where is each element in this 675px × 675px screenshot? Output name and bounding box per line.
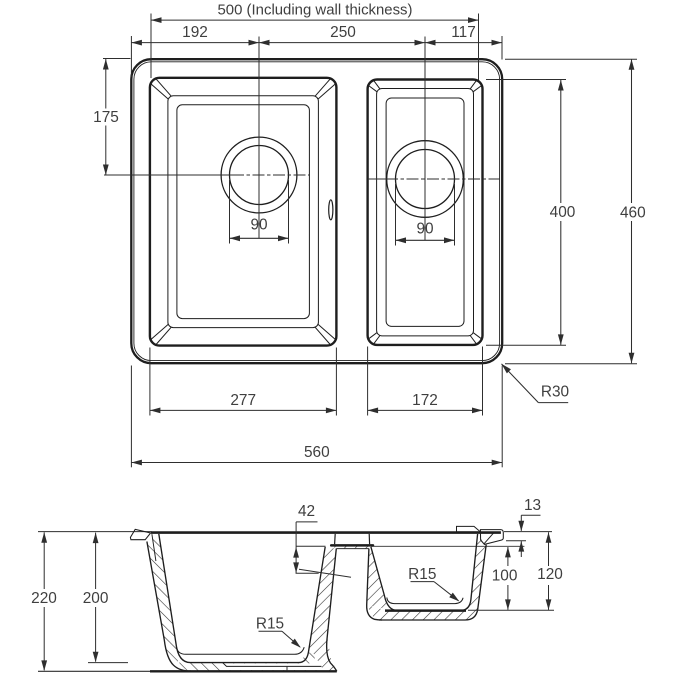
svg-text:277: 277 <box>230 392 256 409</box>
svg-text:13: 13 <box>524 497 541 514</box>
svg-text:250: 250 <box>330 24 356 41</box>
svg-text:100: 100 <box>492 567 518 584</box>
svg-text:R15: R15 <box>408 566 436 583</box>
svg-text:500 (Including wall thickness): 500 (Including wall thickness) <box>218 3 413 19</box>
svg-text:172: 172 <box>412 392 438 409</box>
svg-text:90: 90 <box>250 216 267 233</box>
svg-text:560: 560 <box>304 444 330 461</box>
svg-text:192: 192 <box>182 24 208 41</box>
svg-text:R30: R30 <box>541 384 569 401</box>
svg-text:220: 220 <box>31 590 57 607</box>
svg-text:175: 175 <box>93 109 119 126</box>
svg-text:200: 200 <box>83 590 109 607</box>
svg-text:117: 117 <box>451 24 476 41</box>
svg-text:460: 460 <box>620 205 646 222</box>
svg-text:120: 120 <box>537 566 563 583</box>
svg-text:42: 42 <box>298 503 315 520</box>
svg-text:90: 90 <box>416 221 433 238</box>
svg-text:400: 400 <box>550 204 576 221</box>
svg-text:R15: R15 <box>256 616 284 633</box>
